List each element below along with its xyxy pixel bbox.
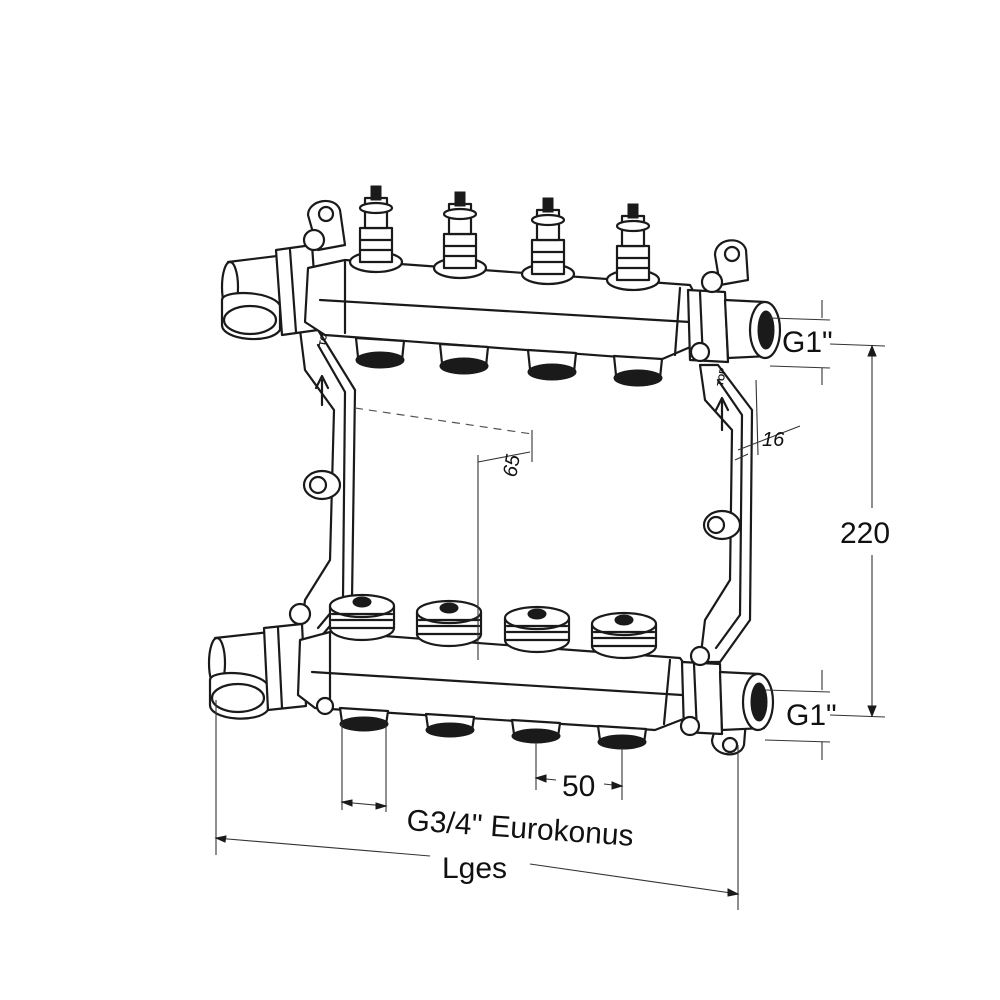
top-outlet-1 — [354, 336, 406, 369]
dimension-16: 16 — [734, 379, 801, 461]
dimension-220: 220 — [840, 344, 890, 718]
bottom-cap-1 — [328, 593, 396, 642]
dim-65-label: 65 — [499, 452, 525, 479]
g1-top-label: G1" — [782, 326, 833, 359]
top-valve-3 — [520, 197, 576, 286]
bottom-outlet-3 — [510, 718, 562, 744]
bottom-cap-3 — [503, 605, 571, 654]
top-outlet-2 — [438, 342, 490, 375]
bottom-outlet-1 — [338, 706, 390, 732]
g1-bottom-label: G1" — [786, 699, 837, 732]
bottom-cap-4 — [590, 611, 658, 660]
top-valve-4 — [605, 203, 661, 292]
bottom-cap-2 — [415, 599, 483, 648]
dimension-65: 65 — [354, 407, 533, 660]
dimension-lges: Lges — [214, 700, 740, 910]
top-outlet-3 — [526, 348, 578, 381]
outlet-thread-label: G3/4" Eurokonus — [406, 804, 635, 853]
top-outlet-4 — [612, 354, 664, 387]
height-220-label: 220 — [840, 517, 890, 550]
spacing-50-label: 50 — [562, 770, 595, 803]
bottom-outlet-4 — [596, 724, 648, 750]
dim-16-label: 16 — [762, 429, 785, 451]
dimension-g1-top: G1" — [769, 300, 886, 385]
dimension-g1-bottom: G1" — [764, 670, 886, 760]
bottom-outlet-2 — [424, 712, 476, 738]
top-valve-2 — [432, 191, 488, 280]
return-manifold-bar — [207, 602, 775, 737]
dimension-50: 50 — [534, 742, 624, 803]
supply-manifold-bar — [220, 228, 782, 364]
top-valve-1 — [348, 185, 404, 274]
total-length-label: Lges — [442, 852, 507, 885]
top-marker-right: TOP — [715, 367, 728, 387]
